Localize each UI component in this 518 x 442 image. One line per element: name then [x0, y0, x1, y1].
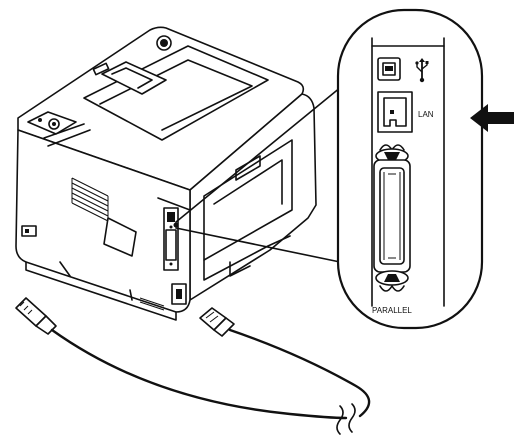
rj45-connector-right: [199, 307, 235, 337]
printer-illustration: [15, 26, 317, 321]
lan-port: [377, 91, 413, 133]
parallel-label: PARALLEL: [372, 306, 412, 315]
callout-lines: [173, 77, 353, 263]
port-callout: LAN PARALLEL: [336, 8, 484, 330]
usb-icon: [415, 58, 429, 83]
arrow-left-icon: [470, 104, 514, 132]
parallel-port: [373, 144, 411, 292]
lan-label: LAN: [418, 110, 434, 119]
vent-grille: [71, 177, 109, 222]
lan-cable: [15, 297, 371, 435]
rj45-connector-left: [15, 297, 57, 335]
